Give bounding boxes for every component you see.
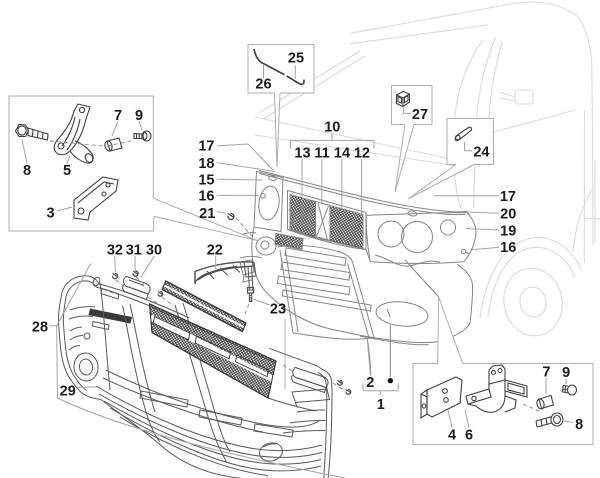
svg-text:17: 17 (198, 139, 214, 155)
svg-text:30: 30 (146, 242, 162, 258)
svg-text:26: 26 (255, 77, 271, 93)
svg-text:25: 25 (288, 51, 304, 67)
svg-text:2: 2 (366, 375, 374, 391)
svg-text:4: 4 (448, 428, 456, 444)
svg-text:22: 22 (207, 242, 223, 258)
svg-text:17: 17 (500, 189, 516, 205)
svg-text:3: 3 (46, 206, 54, 222)
svg-text:28: 28 (32, 320, 48, 336)
svg-text:32: 32 (107, 242, 123, 258)
svg-text:7: 7 (114, 108, 122, 124)
svg-text:10: 10 (324, 120, 340, 136)
svg-text:14: 14 (334, 145, 350, 161)
svg-text:21: 21 (199, 206, 215, 222)
svg-text:18: 18 (198, 156, 214, 172)
svg-text:7: 7 (542, 365, 550, 381)
svg-text:20: 20 (500, 206, 516, 222)
svg-text:16: 16 (500, 240, 516, 256)
svg-text:1: 1 (377, 397, 385, 413)
svg-text:19: 19 (500, 223, 516, 239)
svg-text:29: 29 (60, 383, 76, 399)
svg-text:23: 23 (270, 302, 286, 318)
svg-text:24: 24 (473, 145, 489, 161)
svg-text:27: 27 (412, 107, 428, 123)
svg-text:12: 12 (354, 145, 370, 161)
svg-text:9: 9 (562, 365, 570, 381)
svg-text:9: 9 (135, 108, 143, 124)
svg-text:13: 13 (294, 145, 310, 161)
svg-text:5: 5 (63, 163, 71, 179)
svg-text:16: 16 (198, 189, 214, 205)
svg-text:8: 8 (23, 163, 31, 179)
svg-text:6: 6 (465, 428, 473, 444)
svg-text:15: 15 (198, 173, 214, 189)
svg-text:31: 31 (126, 242, 142, 258)
svg-text:8: 8 (575, 417, 583, 433)
svg-text:11: 11 (314, 145, 329, 161)
